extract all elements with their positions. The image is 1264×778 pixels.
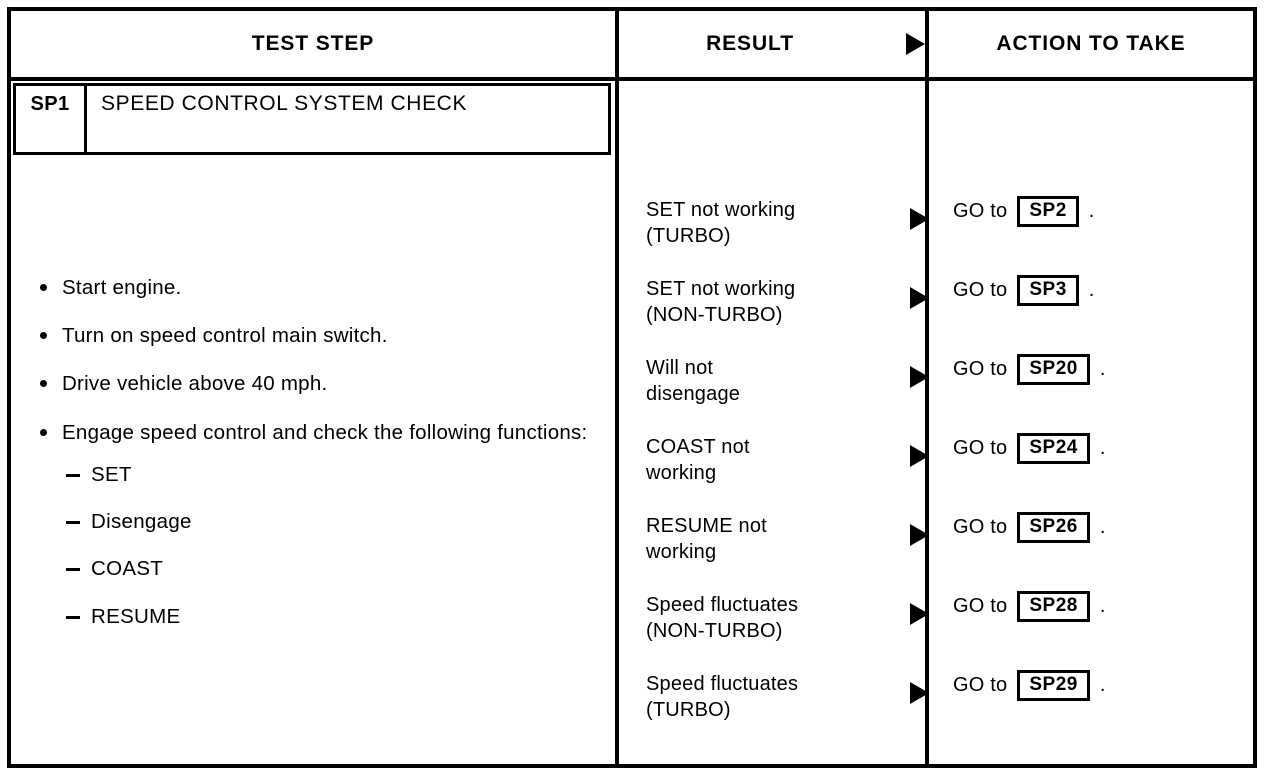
header-label-result: RESULT — [706, 32, 794, 55]
action-text: GO to SP20 . — [953, 353, 1106, 385]
table-header-row: TEST STEP RESULT ACTION TO TAKE — [11, 11, 1253, 81]
table-row: Will not disengage — [615, 355, 929, 434]
list-item: Start engine. — [11, 275, 615, 301]
goto-label: GO to — [953, 673, 1008, 696]
result-text: Speed fluctuates (NON-TURBO) — [646, 594, 799, 642]
result-text: Speed fluctuates (TURBO) — [646, 673, 799, 721]
period: . — [1099, 436, 1106, 459]
list-item-label: Engage speed control and check the follo… — [62, 420, 588, 444]
period: . — [1099, 594, 1106, 617]
header-cell-test-step: TEST STEP — [11, 11, 615, 77]
right-triangle-icon — [910, 208, 929, 230]
goto-target-sp3[interactable]: SP3 — [1017, 274, 1079, 306]
list-item: Engage speed control and check the follo… — [11, 420, 615, 630]
list-item: SET — [62, 462, 615, 488]
column-action-to-take: GO to SP2 . GO to SP3 . — [929, 81, 1253, 764]
goto-target-sp28[interactable]: SP28 — [1017, 590, 1090, 622]
instruction-list: Start engine. Turn on speed control main… — [11, 275, 615, 630]
goto-label: GO to — [953, 515, 1008, 538]
list-item: Turn on speed control main switch. — [11, 323, 615, 349]
header-label-test-step: TEST STEP — [251, 32, 375, 55]
action-text: GO to SP24 . — [953, 432, 1106, 464]
goto-target-sp26[interactable]: SP26 — [1017, 511, 1090, 543]
table-body: SP1 SPEED CONTROL SYSTEM CHECK Start eng… — [11, 81, 1253, 764]
table-row: GO to SP28 . — [929, 590, 1253, 671]
header-cell-action-to-take: ACTION TO TAKE — [925, 11, 1253, 77]
action-text: GO to SP3 . — [953, 274, 1095, 306]
test-step-instructions: Start engine. Turn on speed control main… — [11, 165, 615, 764]
column-test-step: SP1 SPEED CONTROL SYSTEM CHECK Start eng… — [11, 81, 615, 764]
goto-target-sp29[interactable]: SP29 — [1017, 669, 1090, 701]
period: . — [1088, 278, 1095, 301]
goto-label: GO to — [953, 594, 1008, 617]
list-item: Disengage — [62, 509, 615, 535]
right-triangle-icon — [910, 603, 929, 625]
table-row: SET not working (TURBO) — [615, 197, 929, 276]
test-step-header-box: SP1 SPEED CONTROL SYSTEM CHECK — [13, 83, 611, 155]
result-text: SET not working (NON-TURBO) — [646, 278, 796, 326]
period: . — [1099, 357, 1106, 380]
period: . — [1088, 199, 1095, 222]
goto-target-sp24[interactable]: SP24 — [1017, 432, 1090, 464]
list-item: COAST — [62, 556, 615, 582]
header-label-action-to-take: ACTION TO TAKE — [996, 32, 1186, 55]
test-step-code: SP1 — [16, 86, 87, 152]
action-text: GO to SP28 . — [953, 590, 1106, 622]
result-text: Will not disengage — [646, 357, 741, 405]
table-row: Speed fluctuates (NON-TURBO) — [615, 592, 929, 671]
table-row: GO to SP2 . — [929, 195, 1253, 276]
table-row: GO to SP29 . — [929, 669, 1253, 749]
list-item: RESUME — [62, 604, 615, 630]
action-text: GO to SP2 . — [953, 195, 1095, 227]
function-sublist: SET Disengage COAST RESUME — [62, 462, 615, 630]
right-triangle-icon — [910, 366, 929, 388]
table-row: GO to SP3 . — [929, 274, 1253, 355]
right-triangle-icon — [910, 524, 929, 546]
table-row: Speed fluctuates (TURBO) — [615, 671, 929, 749]
goto-target-sp20[interactable]: SP20 — [1017, 353, 1090, 385]
result-text: COAST not working — [646, 436, 750, 484]
goto-target-sp2[interactable]: SP2 — [1017, 195, 1079, 227]
column-divider-test-step-result — [615, 81, 619, 764]
table-row: SET not working (NON-TURBO) — [615, 276, 929, 355]
goto-label: GO to — [953, 199, 1008, 222]
action-text: GO to SP29 . — [953, 669, 1106, 701]
result-text: SET not working (TURBO) — [646, 199, 796, 247]
pinpoint-test-table: TEST STEP RESULT ACTION TO TAKE SP1 SPE — [7, 7, 1257, 768]
table-row: COAST not working — [615, 434, 929, 513]
goto-label: GO to — [953, 278, 1008, 301]
right-triangle-icon — [910, 445, 929, 467]
test-step-title: SPEED CONTROL SYSTEM CHECK — [101, 92, 468, 115]
list-item: Drive vehicle above 40 mph. — [11, 371, 615, 397]
period: . — [1099, 673, 1106, 696]
goto-label: GO to — [953, 436, 1008, 459]
table-row: GO to SP24 . — [929, 432, 1253, 513]
period: . — [1099, 515, 1106, 538]
table-row: RESUME not working — [615, 513, 929, 592]
column-result: SET not working (TURBO) SET not working … — [615, 81, 929, 764]
column-divider-result-action — [925, 81, 929, 764]
action-text: GO to SP26 . — [953, 511, 1106, 543]
right-triangle-icon — [906, 33, 925, 55]
table-row: GO to SP20 . — [929, 353, 1253, 434]
result-row-list: SET not working (TURBO) SET not working … — [615, 197, 929, 749]
goto-label: GO to — [953, 357, 1008, 380]
right-triangle-icon — [910, 682, 929, 704]
table-row: GO to SP26 . — [929, 511, 1253, 592]
action-row-list: GO to SP2 . GO to SP3 . — [929, 195, 1253, 749]
right-triangle-icon — [910, 287, 929, 309]
result-text: RESUME not working — [646, 515, 767, 563]
header-cell-result: RESULT — [615, 11, 925, 77]
